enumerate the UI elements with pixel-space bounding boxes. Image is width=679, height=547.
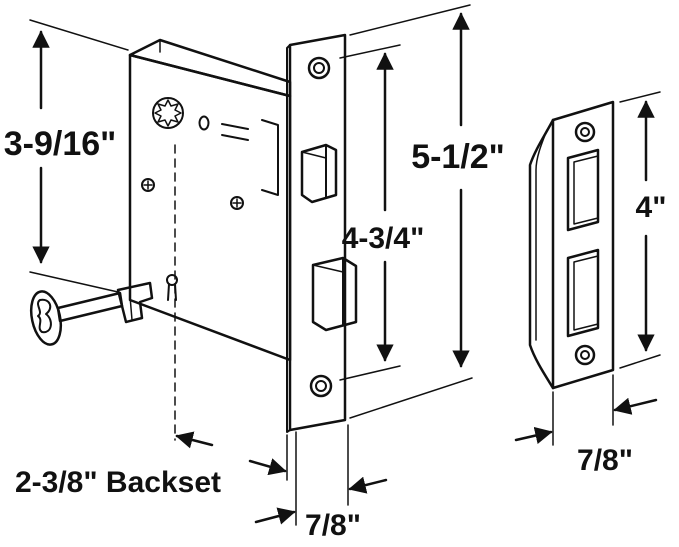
spindle-hub-icon — [152, 97, 184, 129]
screw-hole-icon — [307, 56, 331, 80]
skeleton-key — [29, 281, 154, 346]
dimension-strike-height — [619, 91, 661, 369]
latch-housing — [261, 119, 279, 196]
lock-body-side — [128, 53, 292, 362]
screw-hole-icon — [574, 121, 596, 143]
strike-opening-upper — [566, 148, 600, 232]
dimension-faceplate-height — [349, 4, 473, 419]
screw-hole-icon — [309, 374, 333, 398]
strike-opening-lower — [566, 248, 600, 338]
dimension-backset — [174, 144, 288, 481]
screw-icon — [141, 178, 155, 192]
dead-bolt — [311, 256, 358, 332]
dimension-screw-spacing — [339, 44, 401, 381]
slot-hole — [198, 115, 210, 131]
latch-bolt — [300, 143, 338, 204]
faceplate — [286, 33, 358, 433]
label-faceplate-height: 5-1/2" — [411, 138, 505, 176]
label-backset: 2-3/8" Backset — [15, 466, 221, 499]
dimension-faceplate-width — [254, 424, 388, 526]
slot-marks — [221, 123, 249, 141]
screw-hole-icon — [574, 344, 596, 366]
lock-body — [128, 38, 292, 362]
screw-icon — [230, 196, 244, 210]
dimension-strike-width — [514, 374, 658, 446]
strike-plate — [528, 100, 615, 390]
label-screw-spacing: 4-3/4" — [342, 222, 425, 255]
label-case-height: 3-9/16" — [4, 125, 117, 163]
label-strike-height: 4" — [636, 191, 667, 224]
lock-body-top — [128, 38, 292, 98]
label-faceplate-width: 7/8" — [305, 509, 361, 542]
label-strike-width: 7/8" — [577, 444, 633, 477]
dimension-case-height — [29, 19, 129, 293]
